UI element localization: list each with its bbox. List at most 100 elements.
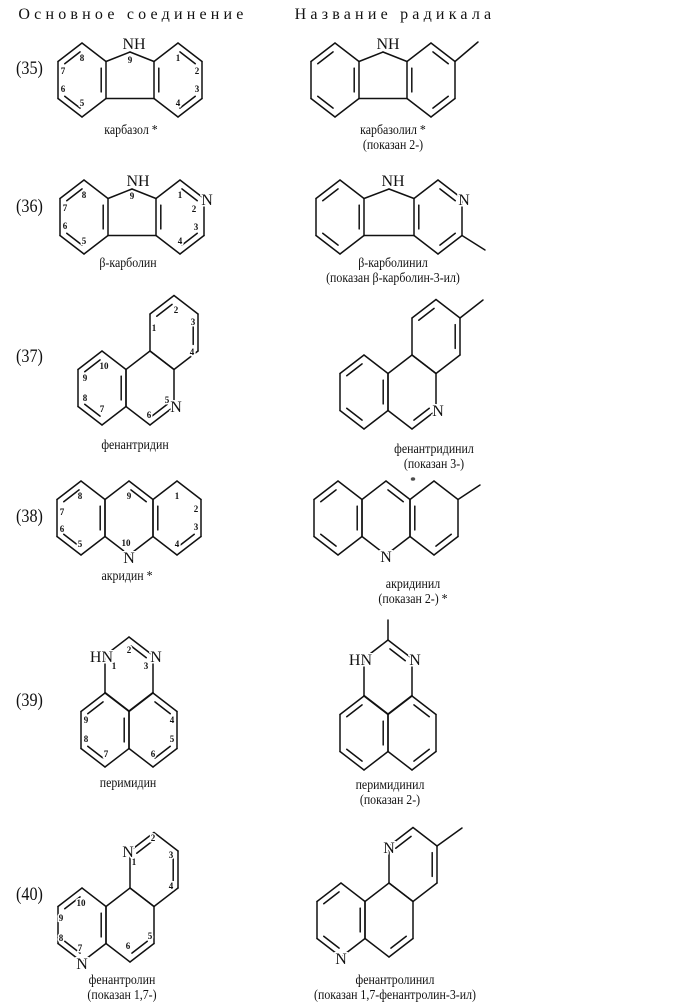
bond [364, 882, 390, 903]
bond [153, 42, 179, 63]
bond [436, 827, 463, 847]
atom-number-label: 7 [100, 404, 105, 414]
atom-number-label: 6 [61, 84, 66, 94]
atom-number-label: 5 [78, 539, 83, 549]
double-bond-inner-line [179, 95, 197, 109]
bond [104, 636, 130, 657]
double-bond-inner-line [389, 648, 407, 662]
double-bond-inner-line [154, 701, 172, 715]
bond [149, 405, 175, 426]
atom-number-label: 8 [82, 190, 87, 200]
radical-structure-36: NHN [315, 172, 486, 255]
double-bond-inner-line [432, 51, 450, 65]
atom-label: NH [376, 36, 400, 53]
double-bond-inner-line [345, 407, 363, 421]
radical-structure-40: NN [316, 826, 463, 970]
bond [363, 750, 389, 771]
bond [459, 299, 484, 319]
bond [104, 747, 130, 768]
bond [361, 535, 387, 556]
atom-label: HN [90, 649, 114, 666]
double-bond-inner-line [83, 403, 101, 417]
double-bond-inner-line [179, 51, 197, 65]
bond [152, 692, 178, 713]
bond [412, 826, 438, 847]
bond [152, 535, 178, 556]
bond [104, 691, 130, 712]
parent-name-40: фенантролин (показан 1,7-) [87, 972, 156, 1002]
atom-number-label: 1 [178, 190, 183, 200]
double-bond-inner-line [181, 188, 199, 202]
bond [179, 234, 205, 255]
bond [81, 97, 107, 118]
double-bond-inner-line [417, 307, 435, 321]
bond [128, 480, 154, 501]
bond [81, 42, 107, 63]
atom-number-label: 1 [112, 661, 117, 671]
bond [316, 882, 342, 903]
bond [57, 887, 83, 908]
bond [334, 97, 360, 118]
atom-number-label: 6 [151, 749, 156, 759]
radical-name-37: фенантридинил (показан 3-) [394, 441, 474, 471]
bond [461, 234, 486, 251]
bond [409, 535, 435, 556]
atom-number-label: 2 [192, 204, 197, 214]
bond [339, 695, 365, 716]
atom-number-label: 8 [84, 734, 89, 744]
bond [105, 942, 131, 963]
parent-name-39: перимидин [99, 775, 157, 790]
bond [413, 234, 439, 255]
double-bond-inner-line [321, 232, 339, 246]
double-bond-inner-line [63, 940, 81, 954]
bond [104, 480, 130, 501]
atom-number-label: 8 [59, 933, 64, 943]
atom-number-label: 7 [61, 66, 66, 76]
atom-label: * [410, 475, 416, 487]
atom-number-label: 3 [195, 84, 200, 94]
radical-name-39: перимидинил (показан 2-) [356, 777, 425, 807]
radical-structure-35: NH [310, 35, 479, 118]
atom-number-label: 1 [132, 857, 137, 867]
double-bond-inner-line [86, 745, 104, 759]
bond [152, 747, 178, 768]
bond [411, 750, 437, 771]
double-bond-inner-line [322, 935, 340, 949]
bond [173, 350, 199, 371]
double-bond-inner-line [439, 188, 457, 202]
atom-number-label: 9 [84, 715, 89, 725]
bond [59, 234, 85, 255]
atom-number-label: 5 [148, 931, 153, 941]
column-header-parent-compound: Основное соединение [18, 6, 248, 23]
bond [128, 636, 154, 657]
double-bond-inner-line [387, 489, 405, 503]
parent-note: (показан 1,7-) [87, 987, 157, 1002]
bond [129, 942, 155, 963]
bond [363, 354, 389, 375]
bond [56, 480, 82, 501]
atom-label: N [123, 550, 135, 567]
bond [104, 535, 130, 556]
bond [105, 887, 131, 908]
bond [388, 882, 414, 903]
bond [177, 42, 203, 63]
double-bond-inner-line [65, 232, 83, 246]
bond [430, 97, 456, 118]
bond [339, 179, 365, 200]
atom-number-label: 3 [144, 661, 149, 671]
atom-number-label: 10 [122, 538, 132, 548]
radical-name: фенантридинил [394, 441, 474, 456]
atom-number-label: 4 [169, 881, 174, 891]
bond [358, 51, 384, 63]
radical-note: (показан 3-) [403, 456, 465, 471]
atom-label: NH [126, 173, 150, 190]
atom-number-label: 2 [151, 833, 156, 843]
bond [339, 354, 365, 375]
bond [177, 97, 203, 118]
radical-name: карбазолил * [360, 122, 426, 137]
atom-number-label: 6 [60, 524, 65, 534]
bond [334, 42, 360, 63]
double-bond-inner-line [413, 704, 431, 718]
atom-number-label: 1 [176, 53, 181, 63]
